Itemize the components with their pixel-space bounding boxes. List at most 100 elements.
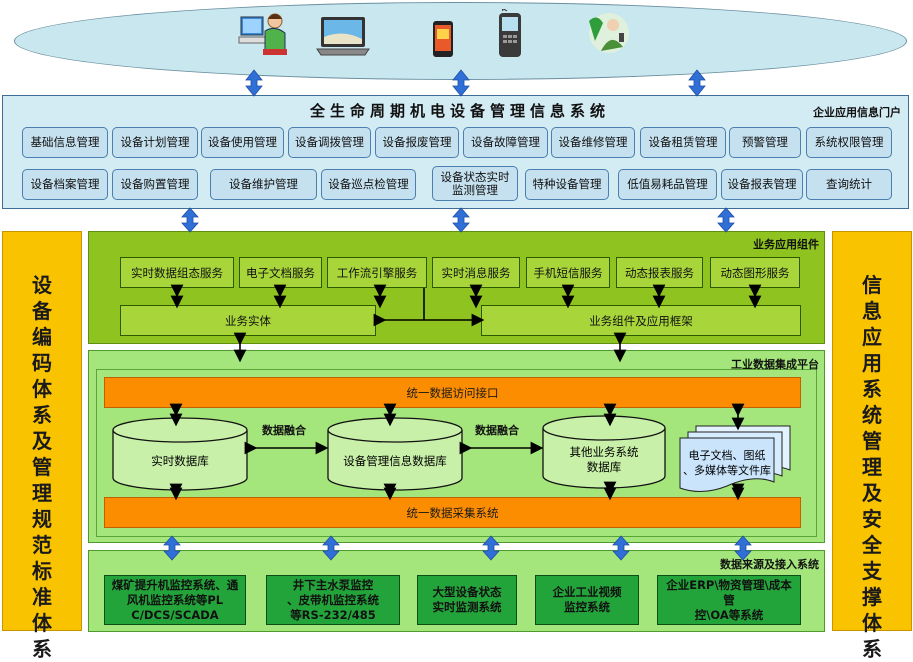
left-standards-char: 规 (32, 507, 52, 531)
right-support-char: 全 (862, 533, 882, 557)
module-special-equipment: 特种设备管理 (525, 169, 609, 200)
business-entity-box: 业务实体 (120, 305, 376, 336)
left-standards-char: 备 (32, 299, 52, 323)
module-usage: 设备使用管理 (201, 127, 284, 158)
service-realtime-message: 实时消息服务 (432, 257, 520, 288)
platform-connectors (169, 403, 745, 501)
database-cylinders (112, 415, 666, 491)
right-support-char: 统 (862, 403, 882, 427)
arrow-platform-sources-3 (482, 535, 500, 561)
left-standards-char: 准 (32, 585, 52, 609)
arrow-devices-portal-1 (245, 69, 263, 97)
module-permission: 系统权限管理 (806, 127, 892, 158)
module-fault: 设备故障管理 (463, 127, 548, 158)
left-standards-char: 管 (32, 455, 52, 479)
laptop-icon (315, 15, 370, 59)
unified-access-interface: 统一数据访问接口 (104, 377, 801, 408)
module-basic-info: 基础信息管理 (22, 127, 108, 158)
db-mgmt-cylinder (327, 417, 463, 491)
service-dynamic-graphic: 动态图形服务 (710, 257, 800, 288)
right-support-char: 理 (862, 455, 882, 479)
module-scrap: 设备报废管理 (375, 127, 459, 158)
doc-library-label-1: 电子文档、图纸 (689, 448, 766, 462)
portal-corner-label: 企业应用信息门户 (813, 106, 901, 119)
module-archive: 设备档案管理 (22, 169, 108, 200)
db-realtime-label: 实时数据库 (151, 454, 209, 468)
arrow-portal-biz-3 (717, 207, 735, 233)
left-standards-text: 设备编码体系及管理规范标准体系 (3, 272, 81, 662)
left-standards-char: 理 (32, 481, 52, 505)
left-standards-char: 标 (32, 559, 52, 583)
service-sms: 手机短信服务 (526, 257, 610, 288)
module-lease: 设备租赁管理 (640, 127, 726, 158)
arrow-platform-sources-2 (322, 535, 340, 561)
blue-double-arrows (163, 69, 752, 561)
business-connectors (170, 284, 762, 363)
platform-inner-frame (96, 369, 817, 537)
db-mgmt-label: 设备管理信息数据库 (343, 454, 447, 468)
fusion-label-left: 数据融合 (262, 424, 306, 437)
right-support-char: 系 (862, 377, 882, 401)
right-support-char: 安 (862, 507, 882, 531)
db-other-cylinder (542, 415, 666, 489)
arrow-devices-portal-2 (452, 69, 470, 97)
module-transfer: 设备调拨管理 (288, 127, 371, 158)
right-support-char: 体 (862, 611, 882, 635)
right-support-char: 管 (862, 429, 882, 453)
right-support-char: 支 (862, 559, 882, 583)
service-dynamic-report: 动态报表服务 (616, 257, 703, 288)
right-support-char: 应 (862, 325, 882, 349)
right-support-char: 撑 (862, 585, 882, 609)
arrow-portal-biz-2 (452, 207, 470, 233)
right-support-char: 息 (862, 299, 882, 323)
right-support-char: 系 (862, 637, 882, 661)
module-consumables: 低值易耗品管理 (618, 169, 717, 200)
module-report: 设备报表管理 (721, 169, 803, 200)
source-pump-belt: 井下主水泵监控、皮带机监控系统等RS-232/485 (266, 575, 400, 625)
doc-stack-icon (679, 425, 791, 492)
module-maintenance: 设备维护管理 (210, 169, 317, 200)
business-corner-label: 业务应用组件 (753, 238, 819, 251)
fusion-label-right: 数据融合 (475, 424, 519, 437)
left-standards-bar: 设备编码体系及管理规范标准体系 (2, 231, 82, 661)
diagram-overlay: 实时数据库 设备管理信息数据库 其他业务系统 数据库 电子文档、图纸 、多媒体等… (112, 69, 791, 561)
right-support-char: 用 (862, 351, 882, 375)
service-realtime-config: 实时数据组态服务 (120, 257, 234, 288)
platform-corner-label: 工业数据集成平台 (731, 358, 819, 371)
arrow-platform-sources-5 (734, 535, 752, 561)
db-realtime-cylinder (112, 417, 248, 491)
handheld-terminal-icon (493, 8, 533, 57)
mobile-user-icon (581, 11, 629, 55)
module-realtime-monitor: 设备状态实时监测管理 (432, 166, 518, 201)
left-standards-char: 体 (32, 377, 52, 401)
source-erp-oa: 企业ERP\物资管理\成本管控\OA等系统 (657, 575, 801, 625)
left-standards-char: 系 (32, 403, 52, 427)
arrow-platform-sources-1 (163, 535, 181, 561)
left-standards-char: 体 (32, 611, 52, 635)
right-support-char: 信 (862, 273, 882, 297)
db-other-label-2: 数据库 (587, 460, 622, 474)
system-title: 全生命周期机电设备管理信息系统 (309, 102, 610, 120)
business-framework-box: 业务组件及应用框架 (481, 305, 801, 336)
source-video-monitor: 企业工业视频监控系统 (535, 575, 639, 625)
left-standards-char: 系 (32, 637, 52, 661)
left-standards-char: 编 (32, 325, 52, 349)
unified-collection-system: 统一数据采集系统 (104, 497, 801, 528)
left-standards-char: 设 (32, 273, 52, 297)
module-plan: 设备计划管理 (112, 127, 198, 158)
left-standards-char: 范 (32, 533, 52, 557)
module-query-stats: 查询统计 (806, 169, 892, 200)
module-alert: 预警管理 (729, 127, 801, 158)
source-condition-monitor: 大型设备状态实时监测系统 (417, 575, 517, 625)
module-repair: 设备维修管理 (551, 127, 635, 158)
source-corner-label: 数据来源及接入系统 (720, 558, 819, 571)
left-standards-char: 及 (32, 429, 52, 453)
user-at-computer-icon (237, 11, 287, 55)
right-support-char: 及 (862, 481, 882, 505)
smartphone-icon (431, 19, 471, 63)
arrow-platform-sources-4 (612, 535, 630, 561)
module-inspection: 设备巡点检管理 (321, 169, 416, 200)
client-devices-ellipse (14, 2, 907, 80)
module-purchase: 设备购置管理 (112, 169, 198, 200)
